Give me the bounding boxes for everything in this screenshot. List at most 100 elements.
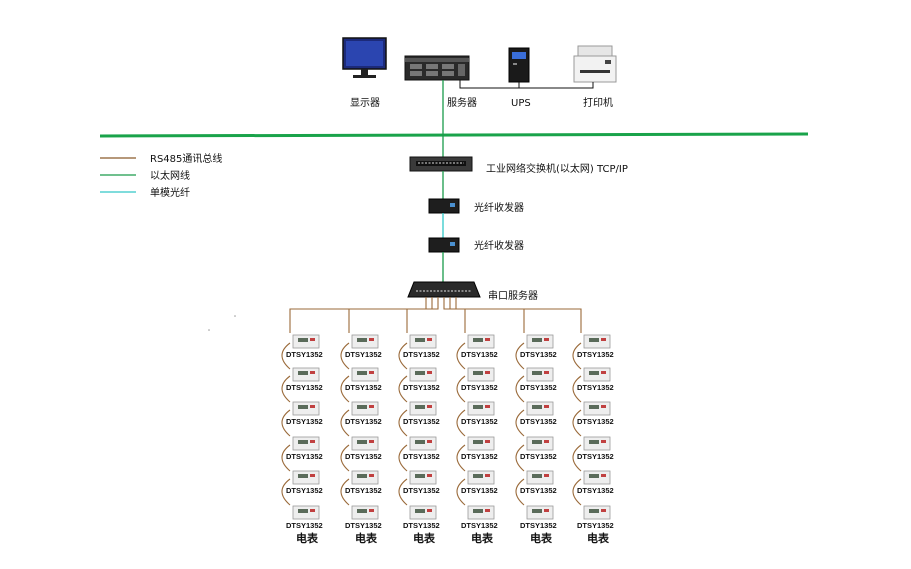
meter-model-label: DTSY1352 <box>286 383 323 392</box>
rs485-bus-segment <box>572 444 582 472</box>
rs485-bus-segment <box>456 342 466 370</box>
monitor-label: 显示器 <box>350 97 380 109</box>
energy-meter: DTSY1352 <box>403 367 440 392</box>
meter-display <box>532 474 542 478</box>
meter-model-label: DTSY1352 <box>461 521 498 530</box>
meter-indicator <box>601 338 606 341</box>
meter-indicator <box>485 440 490 443</box>
rs485-fanout-line <box>449 297 525 333</box>
rs485-bus-segment <box>398 409 408 437</box>
rs485-bus-segment <box>456 409 466 437</box>
energy-meter: DTSY1352 <box>286 436 323 461</box>
meter-display <box>357 338 367 342</box>
meter-indicator <box>310 371 315 374</box>
rs485-bus-segment <box>340 375 350 403</box>
rs485-bus-segment <box>572 478 582 506</box>
meter-indicator <box>310 509 315 512</box>
meter-model-label: DTSY1352 <box>286 521 323 530</box>
meter-model-label: DTSY1352 <box>403 417 440 426</box>
meter-display <box>298 371 308 375</box>
meter-model-label: DTSY1352 <box>345 521 382 530</box>
energy-meter: DTSY1352 <box>286 505 323 530</box>
meter-indicator <box>485 371 490 374</box>
meter-display <box>415 440 425 444</box>
meter-indicator <box>601 474 606 477</box>
meter-indicator <box>485 405 490 408</box>
energy-meter: DTSY1352 <box>577 367 614 392</box>
meter-model-label: DTSY1352 <box>520 350 557 359</box>
rs485-bus-lines <box>281 297 582 506</box>
server-label: 服务器 <box>447 96 477 109</box>
ups-label: UPS <box>511 98 531 109</box>
energy-meter: DTSY1352 <box>520 470 557 495</box>
rs485-bus-segment <box>340 444 350 472</box>
energy-meter: DTSY1352 <box>461 505 498 530</box>
meter-model-label: DTSY1352 <box>403 350 440 359</box>
meter-indicator <box>485 474 490 477</box>
rs485-bus-segment <box>398 444 408 472</box>
meter-display <box>589 440 599 444</box>
meter-model-label: DTSY1352 <box>403 383 440 392</box>
energy-meter: DTSY1352 <box>520 367 557 392</box>
meter-display <box>298 338 308 342</box>
energy-meter: DTSY1352 <box>520 401 557 426</box>
meter-display <box>589 371 599 375</box>
meter-model-label: DTSY1352 <box>577 417 614 426</box>
meter-column-label: 电表 <box>471 531 494 545</box>
meter-model-label: DTSY1352 <box>461 350 498 359</box>
rs485-fanout-line <box>406 297 439 333</box>
legend-ethernet-label: 以太网线 <box>150 169 190 182</box>
energy-meter: DTSY1352 <box>345 470 382 495</box>
energy-meter: DTSY1352 <box>520 334 557 359</box>
meter-indicator <box>601 371 606 374</box>
meter-model-label: DTSY1352 <box>520 383 557 392</box>
meter-indicator <box>369 405 374 408</box>
rs485-bus-segment <box>456 375 466 403</box>
rs485-fanout-line <box>289 297 427 333</box>
meter-model-label: DTSY1352 <box>520 417 557 426</box>
meter-model-label: DTSY1352 <box>577 350 614 359</box>
rs485-bus-segment <box>515 409 525 437</box>
meter-display <box>298 405 308 409</box>
printer-label: 打印机 <box>583 96 613 109</box>
meter-indicator <box>369 338 374 341</box>
energy-meter: DTSY1352 <box>577 470 614 495</box>
meter-display <box>298 440 308 444</box>
meter-display <box>589 474 599 478</box>
rs485-bus-segment <box>515 478 525 506</box>
meter-column-label: 电表 <box>587 531 610 545</box>
meter-indicator <box>369 509 374 512</box>
rs485-bus-segment <box>281 444 291 472</box>
meter-display <box>473 440 483 444</box>
meter-indicator <box>544 440 549 443</box>
switch-label: 工业网络交换机(以太网) TCP/IP <box>486 162 628 175</box>
energy-meter: DTSY1352 <box>461 401 498 426</box>
meter-indicator <box>310 440 315 443</box>
rs485-fanout-line <box>443 297 466 333</box>
meter-model-label: DTSY1352 <box>403 486 440 495</box>
meter-column-label: 电表 <box>530 531 553 545</box>
energy-meter: DTSY1352 <box>577 334 614 359</box>
ups-device <box>508 47 530 83</box>
meter-display <box>298 509 308 513</box>
rs485-bus-segment <box>281 342 291 370</box>
meter-indicator <box>485 338 490 341</box>
meter-model-label: DTSY1352 <box>286 452 323 461</box>
energy-meter: DTSY1352 <box>461 436 498 461</box>
rs485-fanout-line <box>348 297 433 333</box>
energy-meter: DTSY1352 <box>286 367 323 392</box>
meter-display <box>589 338 599 342</box>
meter-model-label: DTSY1352 <box>345 350 382 359</box>
energy-meter: DTSY1352 <box>403 505 440 530</box>
meter-display <box>357 405 367 409</box>
meter-indicator <box>427 440 432 443</box>
meter-column-label: 电表 <box>413 531 436 545</box>
meter-indicator <box>544 371 549 374</box>
meter-model-label: DTSY1352 <box>577 452 614 461</box>
meter-column-label: 电表 <box>355 531 378 545</box>
meter-indicator <box>544 509 549 512</box>
rs485-bus-segment <box>340 409 350 437</box>
rs485-bus-segment <box>456 444 466 472</box>
meter-display <box>473 371 483 375</box>
